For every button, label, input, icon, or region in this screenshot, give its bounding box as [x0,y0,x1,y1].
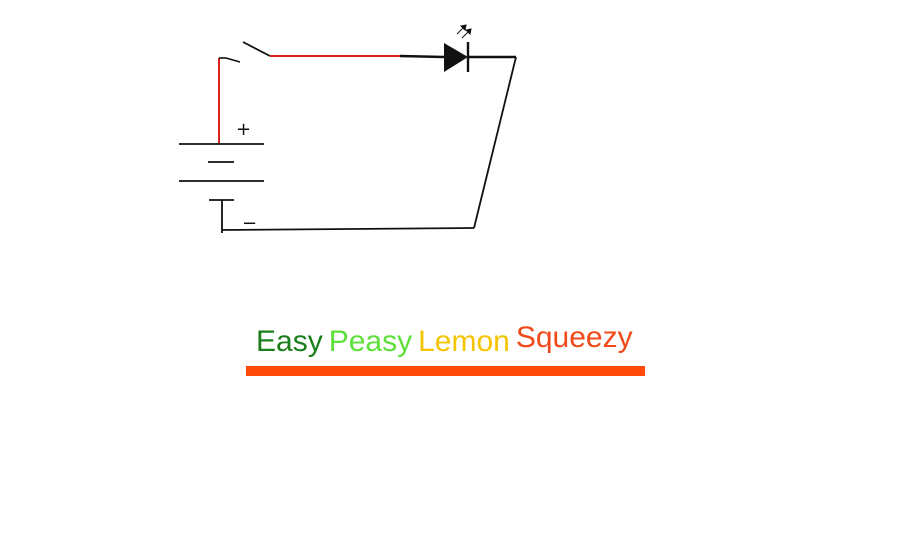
return-wire-diagonal [473,56,517,229]
caption-word-lemon: Lemon [418,325,510,358]
switch [219,41,271,63]
battery-minus-label: − [242,213,257,234]
return-wire-bottom [221,227,475,231]
led-triangle [444,43,468,72]
caption-word-peasy: Peasy [328,325,413,358]
caption: Easy Peasy Lemon Squeezy [246,321,646,362]
switch-blade [242,41,271,57]
caption-word-squeezy: Squeezy [515,321,633,354]
caption-underline [246,366,645,376]
caption-word-easy: Easy [256,325,323,358]
battery-plus-label: + [236,119,251,140]
battery [179,143,264,182]
led [399,24,516,72]
switch-lever [225,57,241,63]
led-light-arrows-icon [456,24,472,39]
led-lead-in [399,54,445,59]
